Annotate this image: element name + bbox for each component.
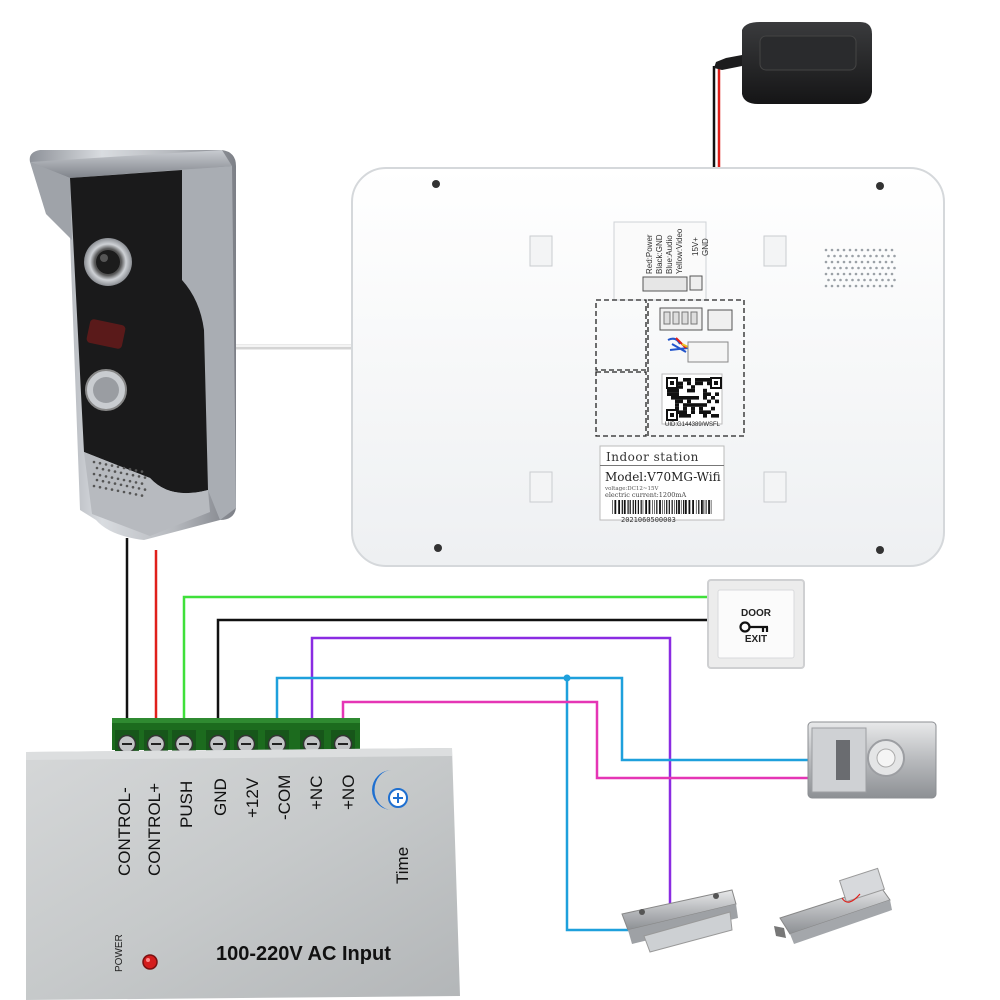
indoor-station: Red:Power Black:GND Blue:Audio Yellow:Vi… — [351, 167, 945, 567]
power-label: POWER — [114, 934, 125, 972]
key-icon — [739, 621, 769, 633]
door-exit-button: DOOR EXIT — [707, 579, 805, 669]
wires — [125, 66, 820, 932]
input-label: 100-220V AC Input — [216, 943, 391, 965]
nc-wire — [310, 636, 672, 930]
barcode-number: 2021060500003 — [621, 516, 676, 524]
product-label — [599, 445, 725, 521]
terminal-label-12v: +12V — [243, 777, 262, 818]
terminal-label-control-minus: CONTROL- — [115, 787, 134, 876]
power-supply-box: CONTROL- CONTROL+ PUSH GND +12V -COM +NC… — [26, 718, 460, 1000]
com-wire — [275, 676, 820, 762]
port-label-yellow: Yellow:Video — [675, 228, 684, 274]
time-label: Time — [393, 847, 412, 884]
push-wire — [182, 595, 710, 745]
time-adjust-icon — [372, 770, 408, 810]
label-voltage: voltage:DC12~15V — [604, 486, 660, 492]
speaker-grille — [824, 248, 896, 288]
microphone-grille — [92, 460, 147, 497]
qr-uid: UID:G144389/WSFL — [665, 422, 721, 428]
power-port-label-15v: 15V+ — [691, 237, 700, 256]
label-title: Indoor station — [606, 450, 699, 464]
doorbell-camera — [29, 150, 237, 540]
com-branch-wire — [565, 678, 640, 932]
exit-button-line1: DOOR — [741, 608, 772, 619]
magnetic-lock — [621, 889, 738, 953]
barcode — [612, 500, 712, 514]
gnd-wire — [216, 618, 710, 745]
terminal-label-gnd: GND — [211, 778, 230, 816]
power-led-icon — [142, 954, 158, 970]
terminal-label-com: -COM — [275, 775, 294, 820]
port-label-red: Red:Power — [645, 234, 654, 274]
power-adapter — [714, 22, 872, 104]
terminal-block — [115, 730, 355, 754]
terminal-label-nc: +NC — [307, 776, 326, 810]
power-port-label-gnd: GND — [701, 238, 710, 256]
terminal-label-push: PUSH — [177, 781, 196, 828]
ir-led-strip — [86, 319, 126, 349]
power-connector — [707, 309, 733, 331]
port-label-black: Black:GND — [655, 234, 664, 274]
no-wire — [341, 700, 820, 780]
terminal-label-control-plus: CONTROL+ — [145, 783, 164, 876]
exit-button-line2: EXIT — [745, 634, 767, 645]
com-junction — [563, 674, 571, 682]
label-current: electric current:1200mA — [605, 491, 686, 499]
terminal-label-no: +NO — [339, 775, 358, 810]
qr-code — [666, 377, 722, 421]
label-model: Model:V70MG-Wifi — [605, 470, 721, 484]
electric-rim-lock — [807, 721, 937, 799]
port-label-blue: Blue:Audio — [665, 235, 674, 274]
electric-bolt-lock — [774, 867, 892, 944]
